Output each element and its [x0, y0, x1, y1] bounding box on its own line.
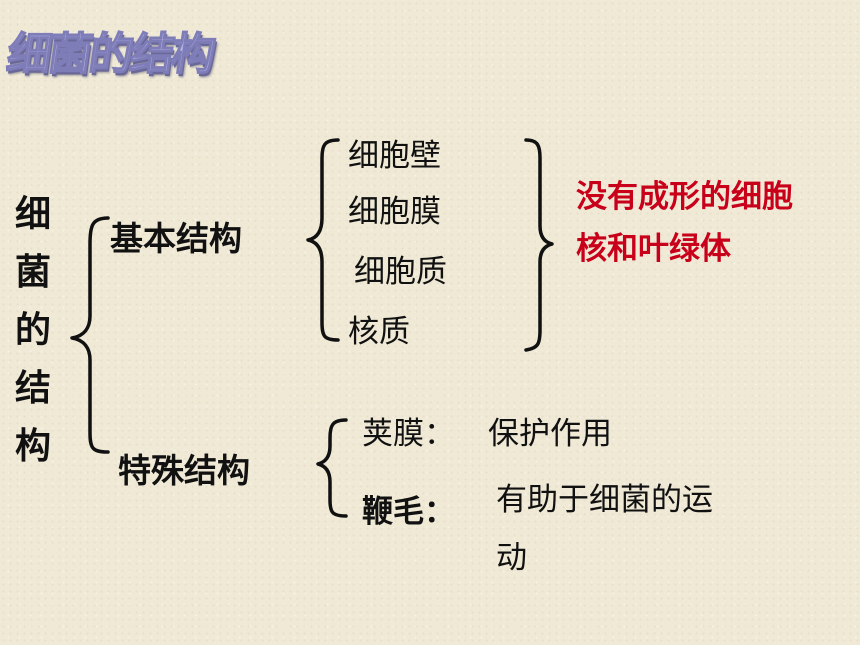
- special-item-flagellum: 鞭毛：: [362, 494, 455, 530]
- branch-label-special: 特殊结构: [118, 451, 250, 490]
- basic-structure-note: 没有成形的细胞核和叶绿体: [576, 179, 793, 267]
- root-label: 细菌的结构: [14, 194, 51, 467]
- branch-label-basic: 基本结构: [110, 219, 242, 258]
- basic-structure-closing-brace: [524, 138, 554, 352]
- root-brace: [70, 216, 110, 454]
- basic-item-cell-wall: 细胞壁: [348, 138, 441, 174]
- capsule-description: 保护作用: [488, 416, 612, 452]
- basic-item-cytoplasm: 细胞质: [354, 254, 447, 290]
- basic-structure-brace: [306, 138, 340, 342]
- special-structure-brace: [316, 418, 348, 518]
- special-item-capsule: 荚膜：: [362, 416, 455, 452]
- flagellum-description: 有助于细菌的运动: [496, 482, 713, 576]
- basic-item-cell-membrane: 细胞膜: [348, 194, 441, 230]
- basic-item-nucleoid: 核质: [348, 314, 410, 350]
